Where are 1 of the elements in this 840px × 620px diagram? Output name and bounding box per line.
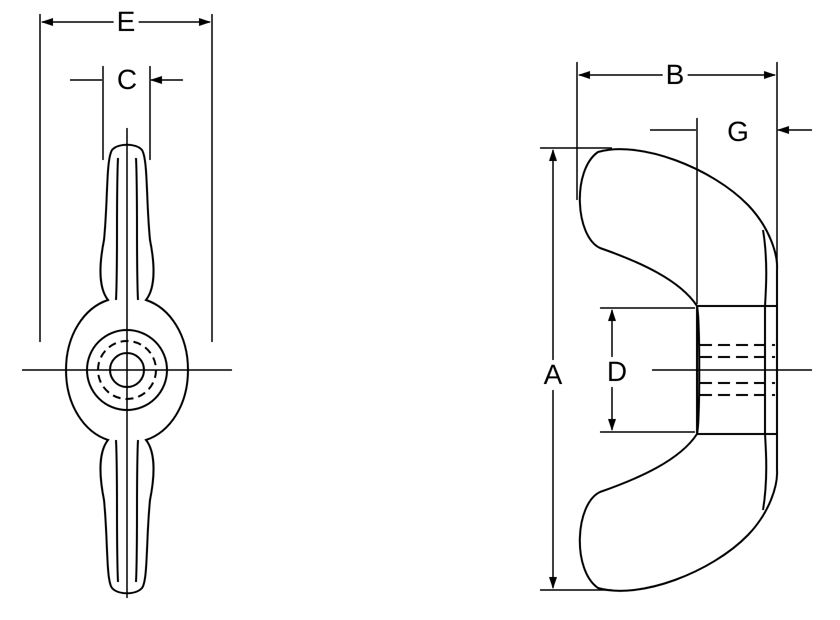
dimension-letter: A (540, 360, 566, 390)
